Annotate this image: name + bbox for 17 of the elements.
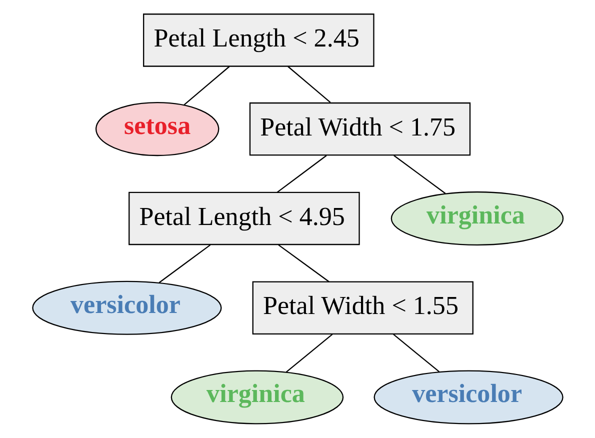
node-box: Petal Width < 1.75 (248, 102, 470, 156)
connector (278, 244, 329, 282)
node-ellipse: virginica (390, 191, 564, 246)
connector (276, 155, 326, 193)
connector (285, 334, 332, 372)
connector (183, 66, 230, 106)
connector (392, 334, 440, 372)
node-ellipse: setosa (94, 102, 219, 156)
connector (393, 155, 446, 194)
node-box: Petal Length < 4.95 (128, 192, 360, 246)
connector (287, 66, 330, 103)
node-ellipse: virginica (170, 370, 344, 424)
node-box: Petal Length < 2.45 (142, 14, 374, 67)
connector (158, 244, 210, 284)
node-ellipse: versicolor (373, 370, 563, 424)
node-ellipse: versicolor (32, 280, 222, 335)
node-box: Petal Width < 1.55 (252, 281, 473, 334)
